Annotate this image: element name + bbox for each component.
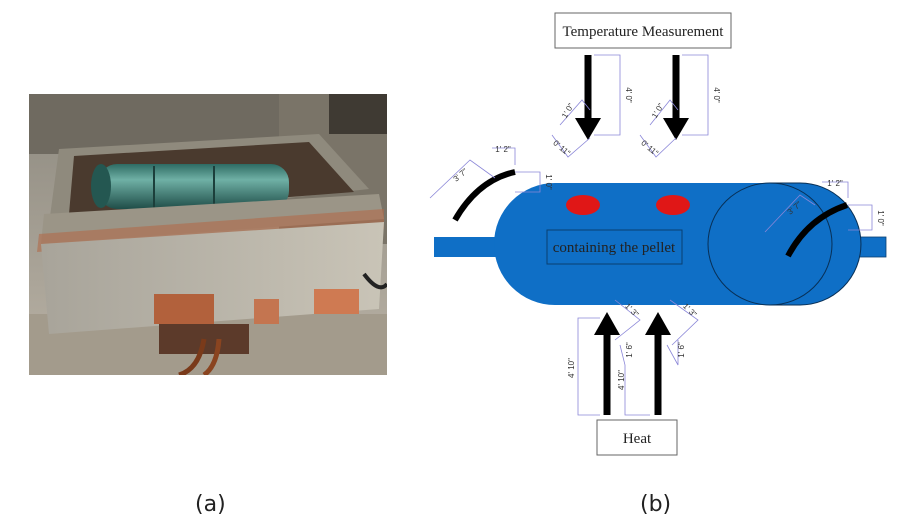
left-pipe — [434, 237, 504, 257]
pellet-marker-left — [566, 195, 600, 215]
dim-top-arrow1-width: 0' 11" — [551, 138, 572, 157]
furnace-wall — [41, 222, 384, 334]
base-bricks — [154, 294, 214, 324]
furnace-schematic: Temperature Measurement containing the p… — [429, 12, 887, 456]
dim-left-arm-top: 1' 2" — [495, 145, 511, 154]
dim-top-arrow2-len: 4' 0" — [712, 87, 721, 103]
dim-top-arrow1-head: 1' 0" — [560, 102, 576, 120]
dim-right-arm-top: 1' 2" — [827, 179, 843, 188]
dim-top-arrow1-len: 4' 0" — [624, 87, 633, 103]
dim-top-arrow2-width: 0' 11" — [639, 138, 660, 157]
heat-box — [596, 419, 678, 456]
vessel-end-cap — [707, 182, 833, 306]
gas-pipes — [178, 338, 207, 375]
right-curved-arm — [785, 202, 848, 258]
dim-left-arm-rise: 1' 0" — [544, 174, 553, 190]
center-label-box — [546, 229, 683, 265]
center-label: containing the pellet — [553, 240, 676, 256]
dim-left-arm-len: 3' 7" — [452, 167, 470, 184]
left-curved-arm — [452, 169, 516, 222]
temperature-measurement-label: Temperature Measurement — [563, 24, 725, 40]
temperature-measurement-box — [554, 12, 732, 49]
dim-bottom-arrow1-head: 1' 6" — [625, 342, 634, 358]
pellet-marker-right — [656, 195, 690, 215]
dim-right-arm-rise: 1' 0" — [876, 210, 885, 226]
dim-bottom-arrow1-len: 4' 10" — [567, 358, 576, 378]
dimension-lines — [429, 54, 873, 416]
green-drum — [99, 164, 289, 209]
caption-a: (a) — [195, 492, 226, 517]
furnace-photo — [29, 94, 387, 375]
dim-bottom-arrow1-len2: 4' 10" — [617, 370, 626, 390]
dim-bottom-arrow2-head: 1' 6" — [677, 342, 686, 358]
heat-label: Heat — [623, 431, 652, 447]
dim-top-arrow2-head: 1' 0" — [650, 102, 666, 120]
caption-b: (b) — [640, 492, 672, 517]
